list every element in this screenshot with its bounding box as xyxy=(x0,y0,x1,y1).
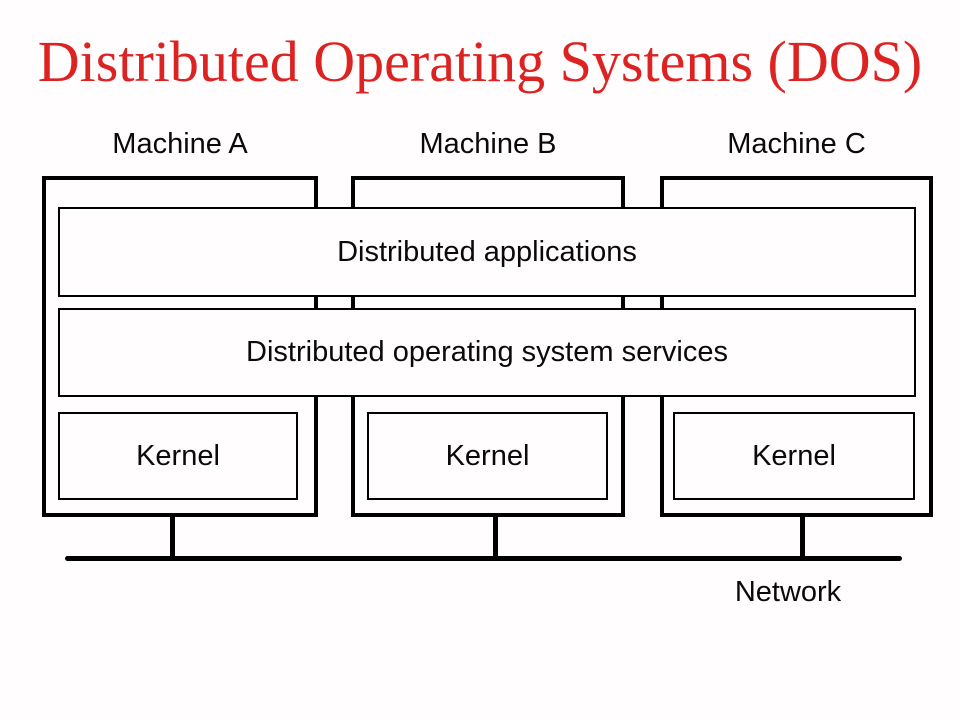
machine-a-kernel-box: Kernel xyxy=(58,412,298,500)
machine-b-network-connector-line xyxy=(493,517,498,560)
distributed-applications-layer: Distributed applications xyxy=(58,207,916,297)
machine-c-network-connector-line xyxy=(800,517,805,560)
machine-a-kernel-label: Kernel xyxy=(136,439,220,472)
machine-b-kernel-label: Kernel xyxy=(445,439,530,472)
network-label: Network xyxy=(734,576,842,608)
distributed-os-services-label: Distributed operating system services xyxy=(246,336,728,368)
machine-a-network-connector-line xyxy=(170,517,175,560)
network-bus-line xyxy=(65,556,902,561)
machine-c-kernel-box: Kernel xyxy=(673,412,915,500)
machine-b-kernel-box: Kernel xyxy=(367,412,608,500)
machine-a-label: Machine A xyxy=(112,128,248,160)
distributed-os-services-layer: Distributed operating system services xyxy=(58,308,916,397)
slide-title: Distributed Operating Systems (DOS) xyxy=(37,29,923,94)
machine-c-label: Machine C xyxy=(727,128,866,160)
machine-c-kernel-label: Kernel xyxy=(752,439,836,472)
machine-b-label: Machine B xyxy=(419,128,557,160)
distributed-applications-label: Distributed applications xyxy=(337,235,637,268)
